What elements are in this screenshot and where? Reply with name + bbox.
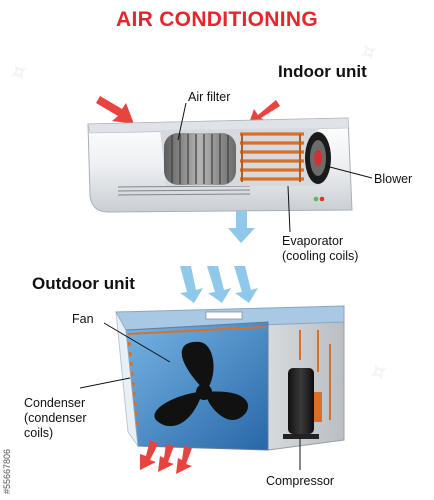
condenser-sub-label-2: coils) xyxy=(24,426,54,440)
compressor-label: Compressor xyxy=(266,474,335,488)
outdoor-unit-heading: Outdoor unit xyxy=(32,274,135,293)
cool-air-arrow xyxy=(228,211,255,243)
air-filter-cylinder xyxy=(164,133,236,185)
evaporator-sub-label: (cooling coils) xyxy=(282,249,359,263)
evaporator-coils xyxy=(240,132,304,182)
condenser-label: Condenser xyxy=(24,396,86,410)
hot-air-intake-arrows xyxy=(96,96,280,126)
indoor-leader-lines xyxy=(177,102,373,233)
outdoor-unit xyxy=(115,266,345,474)
fan-compartment xyxy=(126,322,268,450)
air-intake-arrows xyxy=(180,266,258,303)
hot-air-exhaust-arrows xyxy=(140,440,192,474)
blower-fan xyxy=(305,132,331,184)
condenser-sub-label-1: (condenser xyxy=(24,411,87,425)
fan-label: Fan xyxy=(72,312,94,326)
indoor-unit xyxy=(87,96,353,243)
evaporator-label: Evaporator xyxy=(282,234,344,248)
outdoor-leader-lines xyxy=(79,322,301,470)
diagram-title: AIR CONDITIONING xyxy=(116,8,318,31)
compressor xyxy=(283,330,331,439)
indoor-unit-heading: Indoor unit xyxy=(278,62,367,81)
fan-blades xyxy=(154,341,249,427)
blower-label: Blower xyxy=(374,172,413,186)
stock-image-id: #55667806 xyxy=(2,448,12,494)
air-filter-label: Air filter xyxy=(188,90,231,104)
